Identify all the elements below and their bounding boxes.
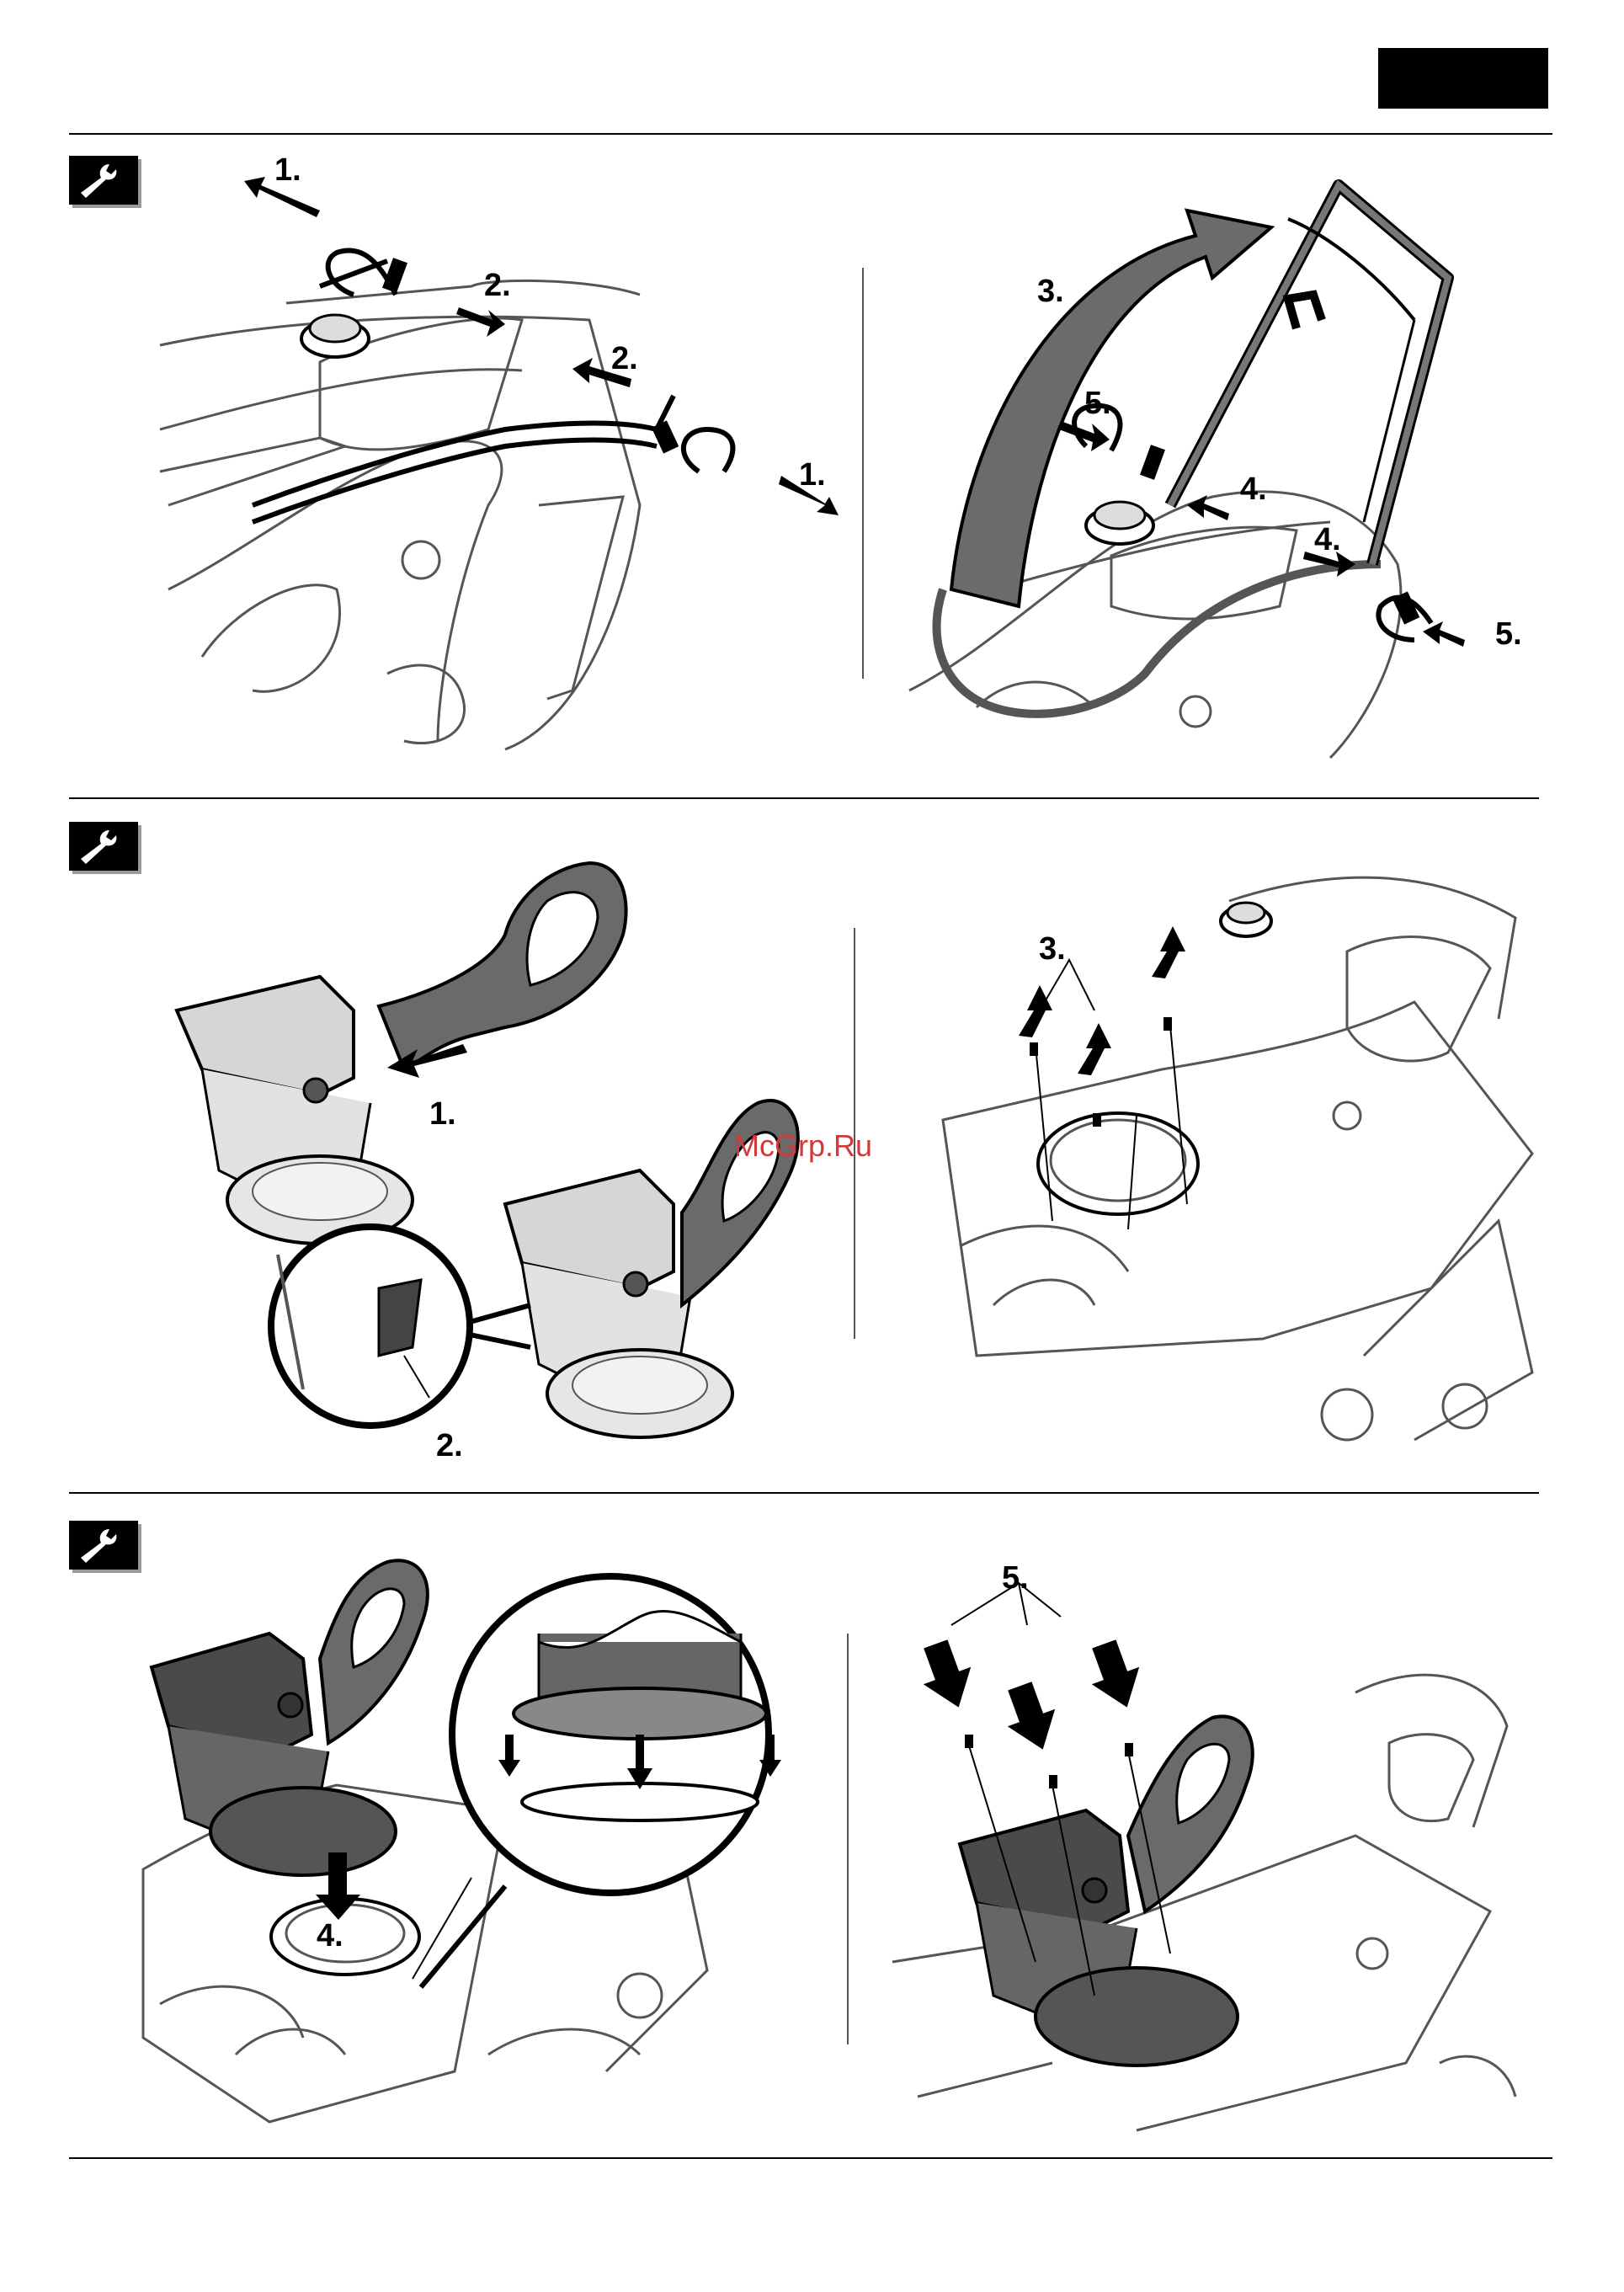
step-label: 4. xyxy=(317,1920,343,1952)
illustration-chute-handle-attach xyxy=(152,850,825,1457)
step-label: 2. xyxy=(611,343,638,375)
wrench-icon xyxy=(69,1521,141,1573)
step-label: 1. xyxy=(429,1098,456,1130)
illustration-handle-fold xyxy=(892,168,1566,766)
step-label: 2. xyxy=(484,269,511,301)
step-label: 4. xyxy=(1314,524,1341,556)
step-label: 4. xyxy=(1240,473,1267,505)
step-label: 1. xyxy=(799,459,826,491)
top-divider xyxy=(69,133,1552,135)
bottom-divider xyxy=(69,2157,1552,2159)
step-label: 3. xyxy=(1039,933,1066,965)
wrench-icon xyxy=(69,156,141,208)
wrench-icon xyxy=(69,822,141,874)
step-label: 1. xyxy=(274,154,301,186)
illustration-chute-fasten xyxy=(884,1558,1541,2130)
illustration-chute-install xyxy=(135,1532,842,2139)
watermark: McGrp.Ru xyxy=(734,1128,872,1164)
step-label: 5. xyxy=(1084,387,1111,419)
page-number-tab xyxy=(1378,48,1548,109)
section-divider-2 xyxy=(69,1492,1539,1494)
step-label: 5. xyxy=(1002,1562,1029,1594)
illustration-handle-detach xyxy=(152,152,850,758)
column-separator-1 xyxy=(862,268,864,679)
column-separator-3 xyxy=(847,1634,849,2044)
step-label: 5. xyxy=(1495,618,1522,650)
illustration-chute-base-unscrew xyxy=(909,850,1566,1457)
section-divider-1 xyxy=(69,797,1539,799)
step-label: 3. xyxy=(1037,275,1064,307)
step-label: 2. xyxy=(436,1430,463,1462)
